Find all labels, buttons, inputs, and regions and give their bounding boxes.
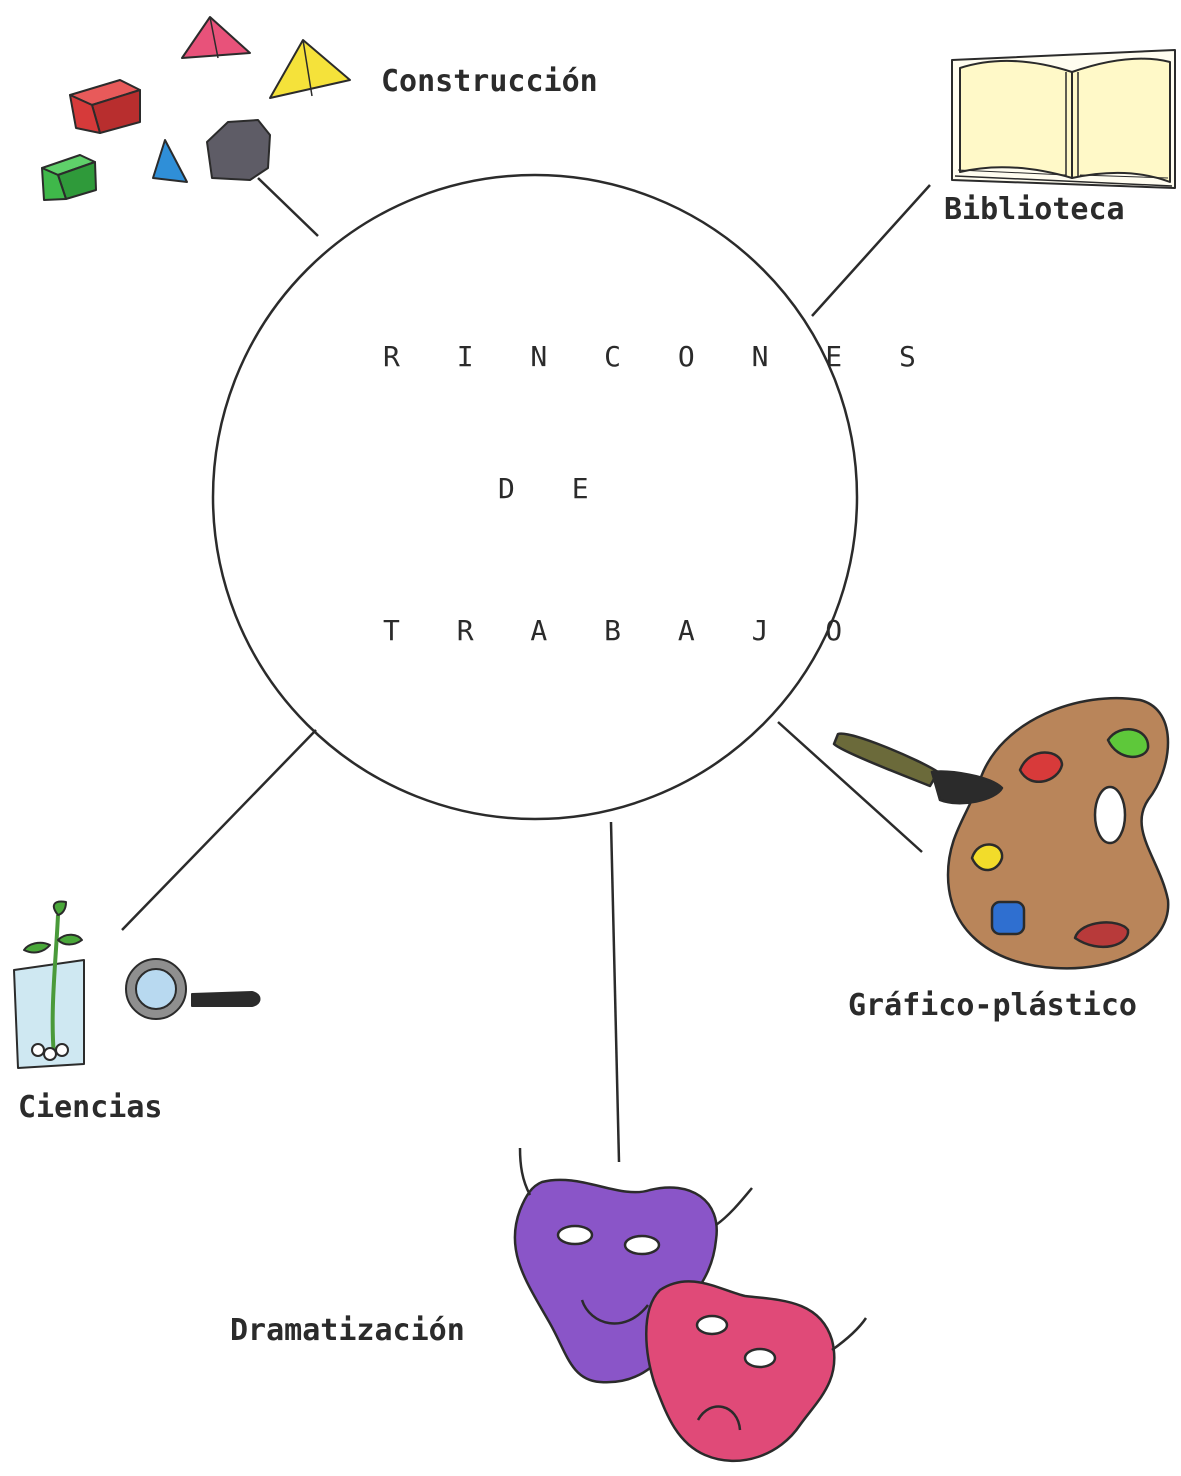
blue-pyramid-icon xyxy=(152,139,188,183)
grey-hexagon-icon xyxy=(206,119,271,181)
connector-lines xyxy=(121,177,931,1163)
geometric-blocks-icon xyxy=(41,16,351,201)
green-cube-icon xyxy=(41,154,97,201)
connector-dramatizacion xyxy=(609,821,621,1163)
label-biblioteca: Biblioteca xyxy=(944,192,1125,227)
palette-thumb-hole xyxy=(1093,785,1127,845)
red-cube-icon xyxy=(69,79,141,134)
brush-tip xyxy=(930,770,1004,805)
label-ciencias: Ciencias xyxy=(18,1090,163,1125)
connector-grafico xyxy=(777,721,923,853)
theater-masks-icon xyxy=(513,1147,868,1463)
jar xyxy=(13,959,85,1069)
paint-palette-icon xyxy=(832,696,1170,970)
label-grafico: Gráfico-plástico xyxy=(848,988,1137,1023)
label-dramatizacion: Dramatización xyxy=(230,1313,465,1348)
connector-construccion xyxy=(257,177,319,237)
label-construccion: Construcción xyxy=(381,64,598,99)
connector-ciencias xyxy=(121,729,317,931)
center-title-line2: D E xyxy=(498,472,609,505)
center-title-line1: R I N C O N E S xyxy=(383,340,936,373)
plant-jar-and-magnifier-icon xyxy=(13,900,261,1069)
magnifying-glass-icon xyxy=(125,958,261,1020)
connector-biblioteca xyxy=(811,184,931,317)
open-book-icon xyxy=(951,49,1176,189)
sad-mask xyxy=(645,1280,836,1463)
brush-handle xyxy=(832,732,940,788)
pink-pyramid-icon xyxy=(181,16,251,59)
central-circle xyxy=(211,173,859,821)
center-title-line3: T R A B A J O xyxy=(383,614,863,647)
yellow-pyramid-icon xyxy=(269,39,351,99)
